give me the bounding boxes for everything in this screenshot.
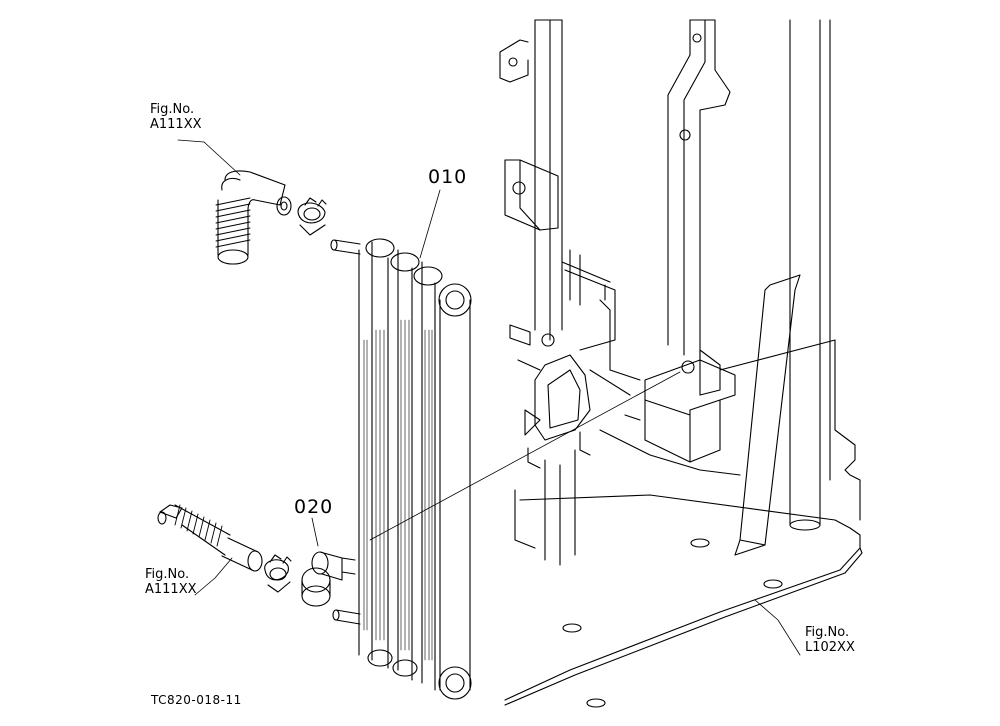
drain-plug	[302, 552, 355, 606]
ref-line2: A111XX	[145, 581, 197, 597]
drawing-code: TC820-018-11	[151, 693, 242, 707]
ref-line1: Fig.No.	[150, 102, 195, 117]
ref-line2: L102XX	[805, 639, 855, 655]
ref-line1: Fig.No.	[805, 625, 850, 640]
ref-label-bottom-left: Fig.No. A111XX	[145, 567, 197, 598]
base-hole	[764, 580, 782, 588]
center-post	[668, 20, 730, 360]
ref-line1: Fig.No.	[145, 567, 190, 582]
base-plate	[505, 495, 860, 700]
ref-line2: A111XX	[150, 116, 202, 132]
part-number-010: 010	[428, 166, 468, 188]
base-hole	[563, 624, 581, 632]
part-number-020: 020	[294, 496, 334, 518]
lower-spring	[175, 505, 222, 546]
outlet-pipe	[336, 610, 360, 624]
ref-label-bottom-right: Fig.No. L102XX	[805, 625, 855, 656]
inlet-pipe	[334, 240, 360, 254]
leader-lines	[312, 190, 800, 655]
ref-label-top-left: Fig.No. A111XX	[150, 102, 202, 133]
upper-hose-assembly	[178, 140, 326, 264]
base-hole	[691, 539, 709, 547]
side-plate	[735, 275, 800, 555]
lower-hose-assembly	[158, 505, 291, 595]
upper-spring	[216, 198, 250, 247]
cooling-fins	[364, 320, 432, 660]
chassis-frame	[500, 20, 862, 707]
mount-bracket	[535, 355, 590, 440]
base-hole	[587, 699, 605, 707]
oil-cooler	[331, 239, 471, 699]
left-post	[535, 20, 562, 340]
